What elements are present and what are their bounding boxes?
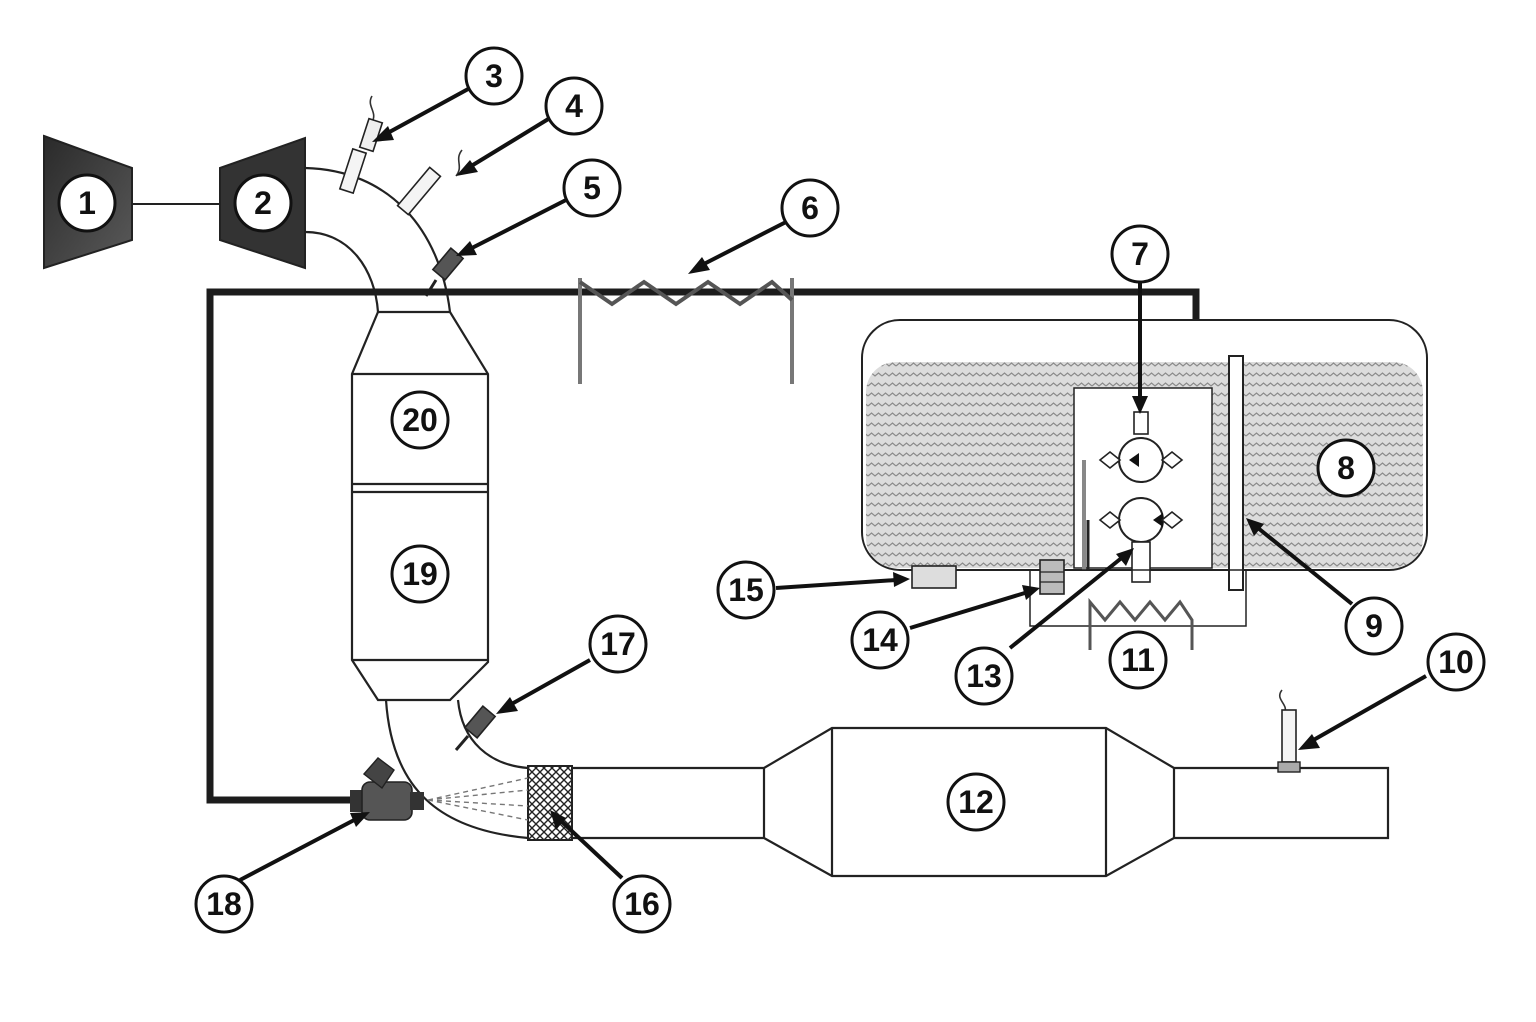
svg-text:12: 12 bbox=[958, 784, 994, 820]
label-19: 19 bbox=[390, 544, 450, 604]
pump-module bbox=[1082, 411, 1184, 583]
svg-text:9: 9 bbox=[1365, 608, 1383, 644]
svg-text:6: 6 bbox=[801, 190, 819, 226]
svg-text:1: 1 bbox=[78, 185, 96, 221]
label-11: 11 bbox=[1108, 630, 1168, 690]
label-12: 12 bbox=[946, 772, 1006, 832]
arrow-3 bbox=[372, 86, 471, 142]
svg-text:4: 4 bbox=[565, 88, 583, 124]
arrow-7 bbox=[1132, 280, 1148, 414]
label-17: 17 bbox=[588, 614, 648, 674]
label-14: 14 bbox=[850, 610, 910, 670]
svg-text:2: 2 bbox=[254, 185, 272, 221]
svg-text:13: 13 bbox=[966, 658, 1002, 694]
label-5: 5 bbox=[562, 158, 622, 218]
arrow-13 bbox=[1008, 548, 1134, 650]
svg-text:7: 7 bbox=[1131, 236, 1149, 272]
label-16: 16 bbox=[612, 874, 672, 934]
svg-text:16: 16 bbox=[624, 886, 660, 922]
svg-text:18: 18 bbox=[206, 886, 242, 922]
svg-text:8: 8 bbox=[1337, 450, 1355, 486]
svg-text:10: 10 bbox=[1438, 644, 1474, 680]
label-8: 8 bbox=[1316, 438, 1376, 498]
arrow-14 bbox=[909, 585, 1040, 630]
label-9: 9 bbox=[1344, 596, 1404, 656]
label-6: 6 bbox=[780, 178, 840, 238]
arrow-10 bbox=[1298, 674, 1427, 750]
dpf-outlet-elbow bbox=[384, 699, 529, 840]
label-13: 13 bbox=[954, 646, 1014, 706]
svg-text:11: 11 bbox=[1121, 642, 1155, 678]
svg-text:17: 17 bbox=[600, 626, 636, 662]
sensor-10 bbox=[1277, 689, 1301, 773]
arrow-6 bbox=[688, 220, 787, 274]
label-1: 1 bbox=[57, 173, 117, 233]
label-7: 7 bbox=[1110, 224, 1170, 284]
label-2: 2 bbox=[233, 173, 293, 233]
sensor-3 bbox=[338, 95, 384, 195]
arrow-5 bbox=[456, 198, 567, 256]
arrow-17 bbox=[496, 658, 591, 714]
label-18: 18 bbox=[194, 874, 254, 934]
label-3: 3 bbox=[464, 46, 524, 106]
mixer bbox=[527, 765, 573, 841]
urea-injector bbox=[350, 757, 529, 821]
svg-text:19: 19 bbox=[402, 556, 438, 592]
arrow-16 bbox=[550, 810, 624, 880]
label-4: 4 bbox=[544, 76, 604, 136]
arrow-18 bbox=[239, 812, 370, 882]
level-sensor-rod bbox=[1228, 355, 1244, 591]
svg-text:14: 14 bbox=[862, 622, 898, 658]
sensor-17 bbox=[454, 705, 497, 751]
label-10: 10 bbox=[1426, 632, 1486, 692]
label-15: 15 bbox=[716, 560, 776, 620]
svg-text:3: 3 bbox=[485, 58, 503, 94]
drain-plug bbox=[911, 565, 957, 589]
line-heater-6 bbox=[578, 278, 794, 384]
sensor-4 bbox=[396, 149, 463, 216]
svg-text:20: 20 bbox=[402, 402, 438, 438]
tank-heater bbox=[1029, 569, 1247, 650]
arrow-15 bbox=[775, 572, 910, 590]
tank-fitting bbox=[1039, 559, 1065, 595]
arrow-9 bbox=[1246, 518, 1354, 606]
arrow-4 bbox=[456, 116, 552, 176]
scr-catalyst bbox=[572, 726, 1390, 878]
label-20: 20 bbox=[390, 390, 450, 450]
svg-text:15: 15 bbox=[728, 572, 764, 608]
doc-dpf-canister bbox=[350, 310, 490, 702]
svg-text:5: 5 bbox=[583, 170, 601, 206]
